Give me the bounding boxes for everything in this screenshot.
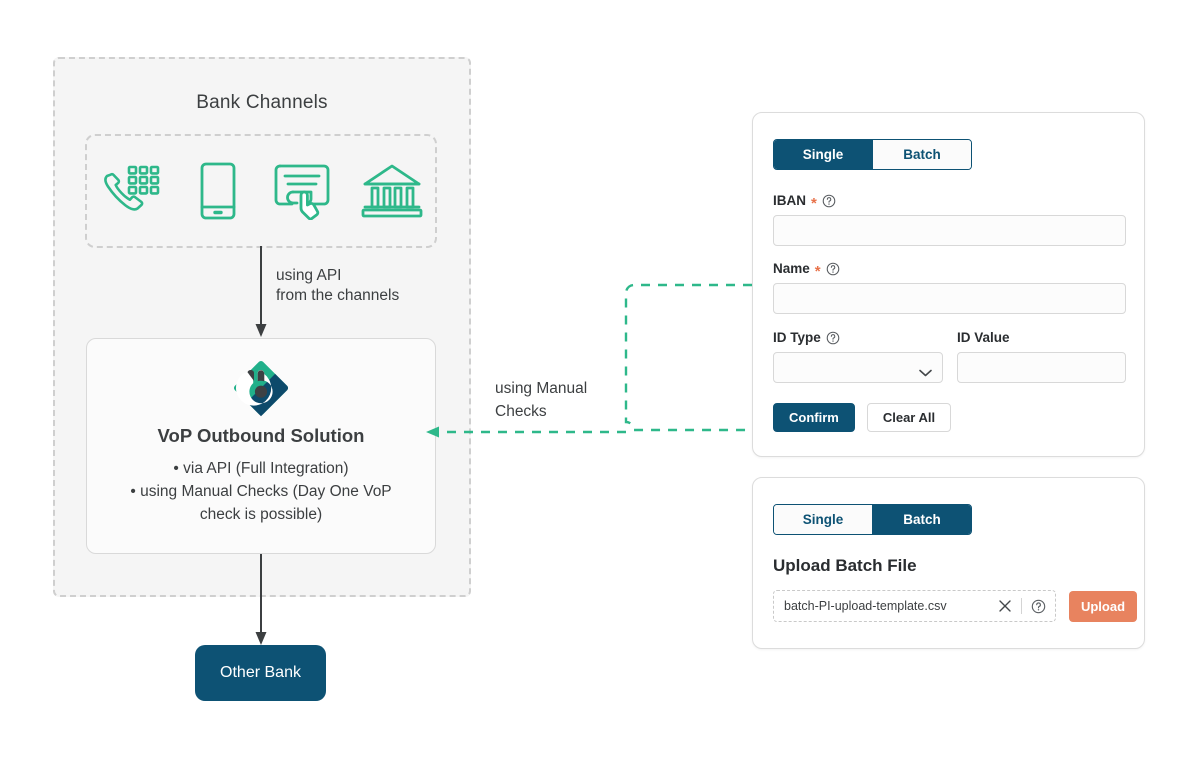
phone-keypad-icon: [99, 159, 163, 223]
manual-checks-connector: [420, 255, 780, 600]
chevron-down-icon: [919, 364, 932, 377]
vop-brand-logo: [230, 357, 292, 419]
file-name-label: batch-PI-upload-template.csv: [784, 599, 947, 613]
api-flow-label-line2: from the channels: [276, 287, 400, 304]
mode-tabs-single-card[interactable]: Single Batch: [773, 139, 972, 170]
name-field-group: Name *: [773, 261, 1126, 314]
tab-single[interactable]: Single: [774, 140, 872, 169]
iban-label-text: IBAN: [773, 193, 806, 208]
online-banking-click-icon: [273, 159, 337, 223]
iban-input[interactable]: [773, 215, 1126, 246]
api-flow-label: using API from the channels: [276, 266, 399, 306]
clear-all-button[interactable]: Clear All: [866, 403, 952, 432]
single-check-card: Single Batch IBAN * Name *: [752, 112, 1145, 457]
api-flow-arrow: [245, 246, 277, 338]
tab-single[interactable]: Single: [774, 505, 872, 534]
tab-batch[interactable]: Batch: [872, 140, 971, 169]
help-icon[interactable]: [826, 331, 840, 345]
file-dropzone[interactable]: batch-PI-upload-template.csv: [773, 590, 1056, 622]
close-icon[interactable]: [998, 599, 1012, 613]
vop-outbound-solution-box: VoP Outbound Solution via API (Full Inte…: [86, 338, 436, 554]
single-card-actions: Confirm Clear All: [773, 403, 952, 432]
help-icon[interactable]: [1031, 599, 1046, 614]
id-value-input[interactable]: [957, 352, 1126, 383]
id-value-label-text: ID Value: [957, 330, 1010, 345]
bank-channels-title: Bank Channels: [196, 92, 328, 113]
vop-bullet-item: using Manual Checks (Day One VoP check i…: [109, 480, 413, 526]
help-icon[interactable]: [826, 262, 840, 276]
vop-bullet-item: via API (Full Integration): [109, 457, 413, 480]
name-label-text: Name: [773, 261, 810, 276]
name-label: Name *: [773, 261, 1126, 279]
diagram-root: Bank Channels: [0, 0, 720, 761]
upload-button[interactable]: Upload: [1069, 590, 1137, 622]
batch-upload-card: Single Batch Upload Batch File batch-PI-…: [752, 477, 1145, 649]
other-bank-node: Other Bank: [195, 645, 326, 701]
upload-batch-file-title: Upload Batch File: [773, 556, 917, 575]
name-input[interactable]: [773, 283, 1126, 314]
id-type-field-group: ID Type: [773, 330, 943, 383]
chip-divider: [1021, 598, 1022, 614]
iban-label: IBAN *: [773, 193, 1126, 211]
id-value-label: ID Value: [957, 330, 1126, 345]
manual-checks-label-line2: Checks: [495, 403, 547, 420]
tab-batch[interactable]: Batch: [872, 505, 971, 534]
help-icon[interactable]: [822, 194, 836, 208]
channel-icons-group: [85, 134, 437, 248]
other-bank-flow-arrow: [245, 554, 277, 646]
iban-field-group: IBAN *: [773, 193, 1126, 246]
mode-tabs-batch-card[interactable]: Single Batch: [773, 504, 972, 535]
id-type-label: ID Type: [773, 330, 943, 345]
id-value-field-group: ID Value: [957, 330, 1126, 383]
vop-title: VoP Outbound Solution: [157, 425, 365, 446]
id-type-select[interactable]: [773, 352, 943, 383]
manual-checks-label-line1: using Manual: [495, 380, 588, 397]
upload-row: batch-PI-upload-template.csv Upload: [773, 590, 1137, 622]
api-flow-label-line1: using API: [276, 267, 342, 284]
bank-branch-icon: [360, 159, 424, 223]
vop-bullet-list: via API (Full Integration) using Manual …: [109, 457, 413, 526]
mobile-phone-icon: [186, 159, 250, 223]
id-type-label-text: ID Type: [773, 330, 821, 345]
manual-checks-label: using Manual Checks: [495, 377, 587, 423]
confirm-button[interactable]: Confirm: [773, 403, 855, 432]
